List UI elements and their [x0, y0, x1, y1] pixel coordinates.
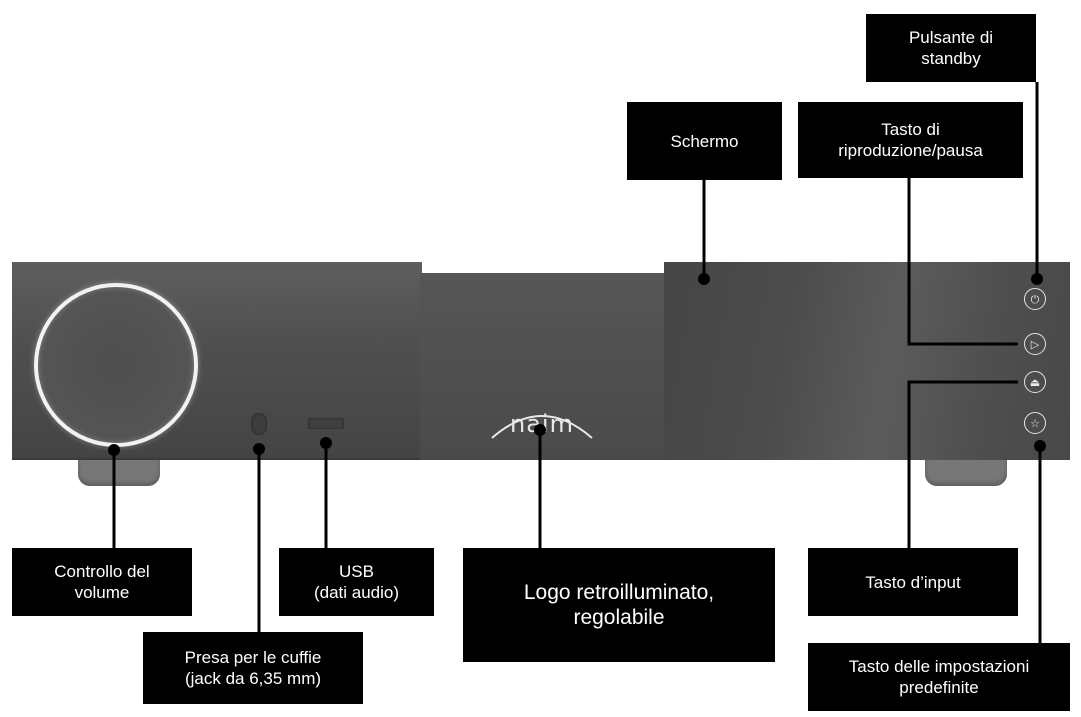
volume-knob[interactable] — [34, 283, 198, 447]
callout-screen: Schermo — [627, 102, 782, 180]
callout-volume-text: Controllo del volume — [54, 562, 150, 602]
dot-volume — [108, 444, 120, 456]
headphone-jack — [251, 413, 267, 435]
play-pause-icon: ▷ — [1030, 339, 1040, 351]
device-display-panel — [664, 262, 1070, 460]
dot-logo — [534, 424, 546, 436]
input-icon: ⏏ — [1029, 377, 1041, 389]
callout-play-pause-text: Tasto di riproduzione/pausa — [838, 120, 983, 160]
play-pause-button[interactable]: ▷ — [1024, 333, 1046, 355]
star-icon: ☆ — [1030, 418, 1040, 430]
callout-usb: USB (dati audio) — [279, 548, 434, 616]
preset-button[interactable]: ☆ — [1024, 412, 1046, 434]
leader-input — [907, 380, 1018, 548]
dot-standby — [1031, 273, 1043, 285]
callout-input: Tasto d’input — [808, 548, 1018, 616]
callout-play-pause: Tasto di riproduzione/pausa — [798, 102, 1023, 178]
callout-logo-text: Logo retroilluminato, regolabile — [523, 581, 715, 629]
logo-arc-icon — [491, 415, 593, 439]
input-button[interactable]: ⏏ — [1024, 371, 1046, 393]
callout-input-text: Tasto d’input — [865, 572, 961, 592]
callout-headphones: Presa per le cuffie (jack da 6,35 mm) — [143, 632, 363, 704]
callout-standby-text: Pulsante di standby — [908, 28, 994, 68]
dot-preset — [1034, 440, 1046, 452]
dot-headphones — [253, 443, 265, 455]
callout-standby: Pulsante di standby — [866, 14, 1036, 82]
power-icon: ⏻ — [1030, 294, 1040, 306]
callout-volume: Controllo del volume — [12, 548, 192, 616]
leader-play — [907, 178, 1018, 346]
callout-usb-text: USB (dati audio) — [313, 562, 400, 602]
dot-screen — [698, 273, 710, 285]
usb-port — [308, 418, 344, 429]
callout-logo: Logo retroilluminato, regolabile — [463, 548, 775, 662]
callout-headphones-text: Presa per le cuffie (jack da 6,35 mm) — [184, 648, 322, 688]
standby-button[interactable]: ⏻ — [1024, 288, 1046, 310]
callout-screen-text: Schermo — [670, 131, 739, 151]
callout-preset-text: Tasto delle impostazioni predefinite — [848, 657, 1030, 697]
callout-preset: Tasto delle impostazioni predefinite — [808, 643, 1070, 711]
device-foot-right — [925, 458, 1007, 486]
dot-usb — [320, 437, 332, 449]
device-foot-left — [78, 458, 160, 486]
